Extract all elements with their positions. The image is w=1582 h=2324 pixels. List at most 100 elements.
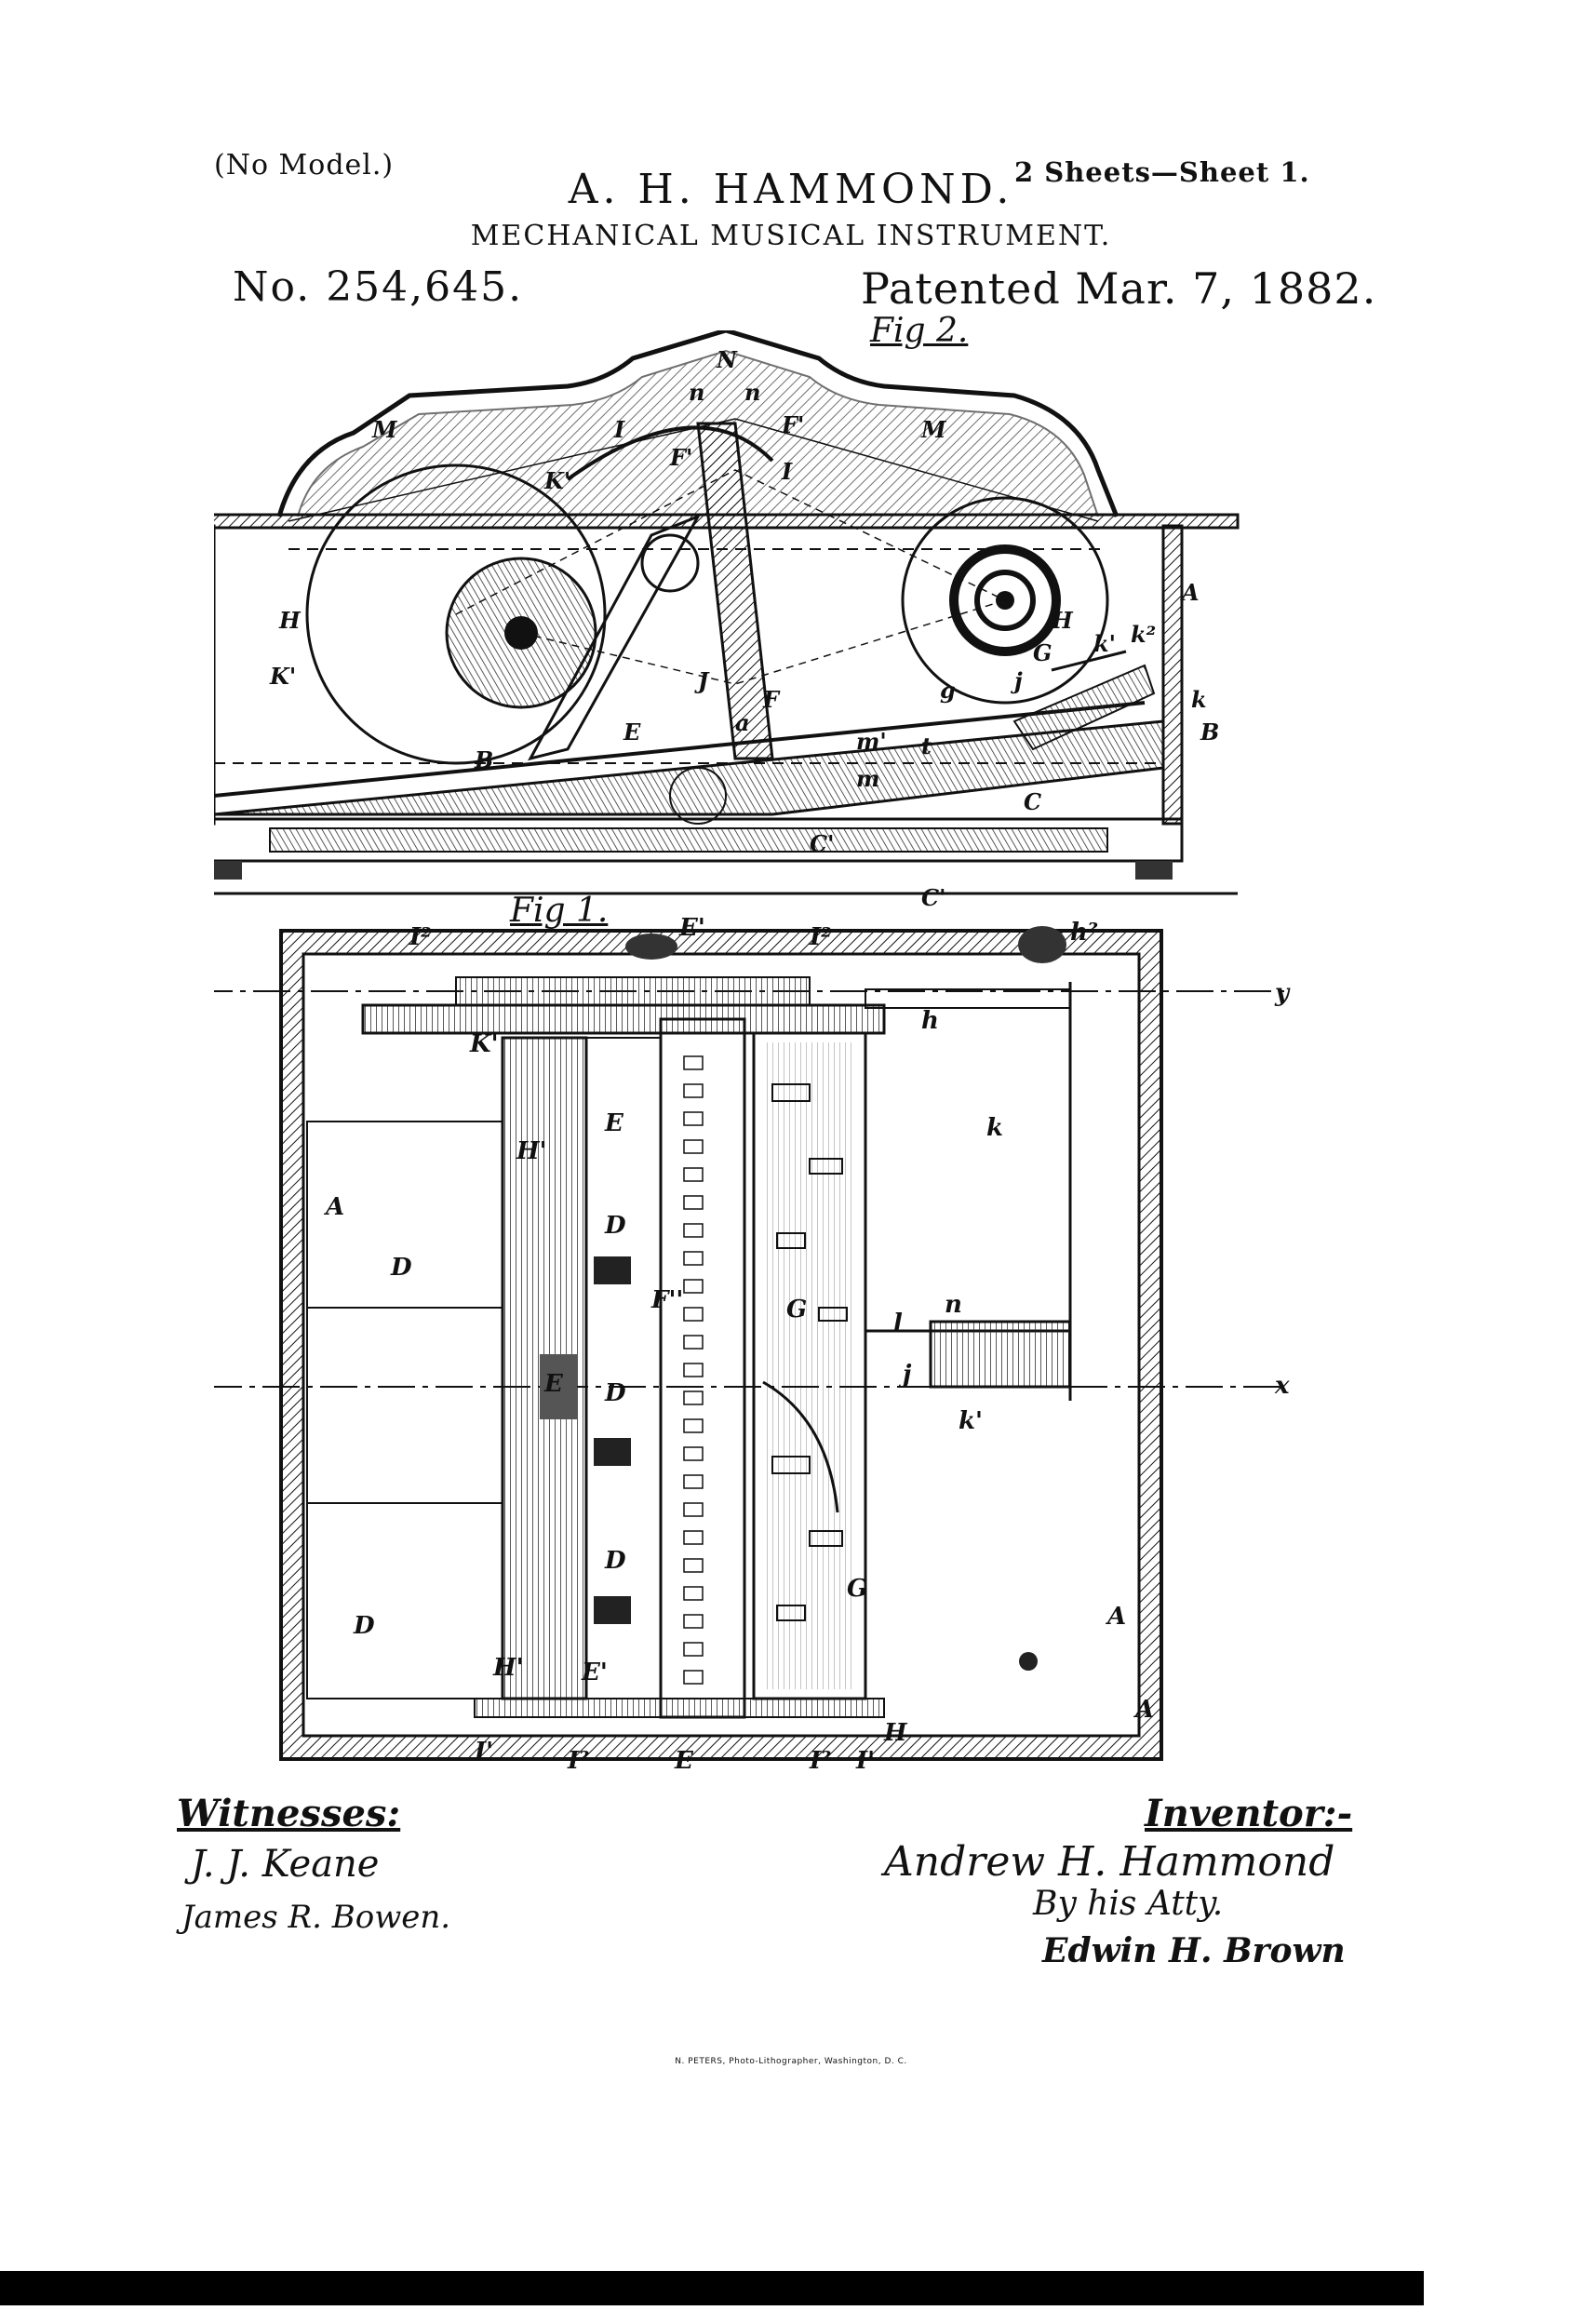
label-I-1: I xyxy=(613,416,625,443)
patent-title: MECHANICAL MUSICAL INSTRUMENT. xyxy=(470,220,1112,252)
label-n-2: n xyxy=(744,379,760,406)
label-t: t xyxy=(921,732,932,759)
case-base xyxy=(214,817,1184,863)
left-roll-flange xyxy=(305,463,607,765)
label-F2: F'' xyxy=(650,1286,683,1314)
label-D-3: D xyxy=(604,1379,626,1407)
label-H1-top: H' xyxy=(516,1137,547,1165)
label-K1-a: K' xyxy=(543,467,570,494)
right-roll-flange xyxy=(901,496,1109,705)
bottom-gear-band xyxy=(474,1698,885,1718)
label-D-1: D xyxy=(390,1254,412,1282)
printer-credit: N. PETERS, Photo-Lithographer, Washingto… xyxy=(675,2057,907,2066)
label-I2-bottom-left: I² xyxy=(567,1747,590,1773)
bellows xyxy=(214,719,1165,816)
label-A-2: A xyxy=(1133,1696,1154,1724)
fig2-label: Fig 2. xyxy=(870,312,969,350)
label-A-3: A xyxy=(1105,1603,1126,1631)
label-E1-bottom: E' xyxy=(581,1659,608,1686)
crank-knob xyxy=(625,934,677,960)
label-h2: h² xyxy=(1070,919,1098,947)
foot-right xyxy=(1135,861,1173,880)
label-E1-top: E' xyxy=(678,917,705,942)
label-H1-bottom: H' xyxy=(492,1654,524,1682)
inventor-signature: Andrew H. Hammond xyxy=(884,1838,1335,1886)
label-F1-a: F' xyxy=(781,411,804,438)
label-J: J xyxy=(694,667,710,694)
label-a: a xyxy=(735,709,750,736)
patent-number: No. 254,645. xyxy=(233,263,524,311)
label-K1-b: K' xyxy=(269,663,296,690)
label-D-4: D xyxy=(604,1547,626,1575)
label-x-right: x xyxy=(1274,1372,1290,1400)
attorney-signature: Edwin H. Brown xyxy=(1042,1931,1346,1970)
label-k1: k' xyxy=(1093,630,1116,657)
label-B-1: B xyxy=(474,746,493,773)
label-y-right: y xyxy=(1274,979,1291,1007)
label-E-upper: E xyxy=(604,1109,624,1137)
label-A-right: A xyxy=(1180,579,1200,606)
label-G: G xyxy=(1033,639,1052,666)
patent-date: Patented Mar. 7, 1882. xyxy=(861,263,1377,314)
label-C: C xyxy=(1024,788,1041,815)
case-right-wall xyxy=(1161,524,1184,826)
label-k1: k' xyxy=(959,1407,983,1435)
witnesses-label: Witnesses: xyxy=(177,1792,401,1835)
label-n: n xyxy=(945,1291,962,1319)
label-k: k xyxy=(986,1114,1003,1142)
center-frame xyxy=(696,422,774,760)
label-k: k xyxy=(1191,686,1207,713)
fig1-drawing: y y x x I² I² E' h² K' A A A D D D D D H… xyxy=(214,917,1291,1773)
label-I2-bottom-right: I² xyxy=(809,1747,832,1773)
reed-board xyxy=(214,701,1146,798)
label-j: j xyxy=(1011,667,1023,694)
label-E: E xyxy=(623,719,641,746)
label-k2: k² xyxy=(1131,621,1156,648)
foot-left xyxy=(214,861,242,880)
label-I1-right: I' xyxy=(855,1747,875,1773)
witness-signature-1: J. J. Keane xyxy=(191,1843,380,1886)
label-m: m xyxy=(856,765,879,792)
stop-valve-block xyxy=(929,1320,1072,1389)
label-n-1: n xyxy=(689,379,704,406)
stop-knob xyxy=(1018,926,1066,963)
no-model-note: (No Model.) xyxy=(214,149,395,181)
fig2-drawing: M M N n n F' F' I I K' K' F H H G A A B … xyxy=(214,330,1240,907)
pawl-lever xyxy=(528,514,702,761)
label-F: F xyxy=(762,686,781,713)
label-I2-top-right: I² xyxy=(809,923,832,951)
label-H-right: H xyxy=(1051,607,1074,634)
label-B-2: B xyxy=(1200,719,1219,746)
label-G-2: G xyxy=(847,1575,867,1603)
key-lever xyxy=(1012,664,1156,751)
case-cresting xyxy=(276,330,1119,517)
top-gear-band xyxy=(361,1003,886,1035)
label-C1-b: C' xyxy=(921,884,945,907)
label-I-2: I xyxy=(781,458,793,485)
label-C1-a: C' xyxy=(810,830,834,857)
label-m1: m' xyxy=(856,728,887,755)
witness-signature-2: James R. Bowen. xyxy=(181,1899,451,1936)
label-E-bottom: E xyxy=(674,1747,694,1773)
label-D-2: D xyxy=(604,1212,626,1240)
label-M-left: M xyxy=(371,416,398,443)
inventor-name-heading: A. H. HAMMOND. xyxy=(568,166,1014,213)
scan-edge-bar xyxy=(0,2271,1424,2305)
label-E-mid: E xyxy=(543,1370,564,1398)
label-I2-top-left: I² xyxy=(409,923,432,951)
label-H-left: H xyxy=(278,607,302,634)
label-M-right: M xyxy=(920,416,947,443)
label-F1-b: F' xyxy=(669,444,692,471)
label-g: g xyxy=(940,677,956,704)
label-h: h xyxy=(921,1007,939,1035)
label-K1: K' xyxy=(469,1030,499,1058)
paper-roll xyxy=(949,544,1061,656)
inventor-label: Inventor:- xyxy=(1145,1792,1353,1835)
label-I1-left: I' xyxy=(474,1738,493,1766)
label-N: N xyxy=(716,346,738,373)
tracker-holes xyxy=(683,1055,704,1685)
by-attorney-note: By his Atty. xyxy=(1033,1885,1224,1923)
sheet-count: 2 Sheets—Sheet 1. xyxy=(1014,156,1310,188)
label-l: l xyxy=(893,1310,903,1337)
